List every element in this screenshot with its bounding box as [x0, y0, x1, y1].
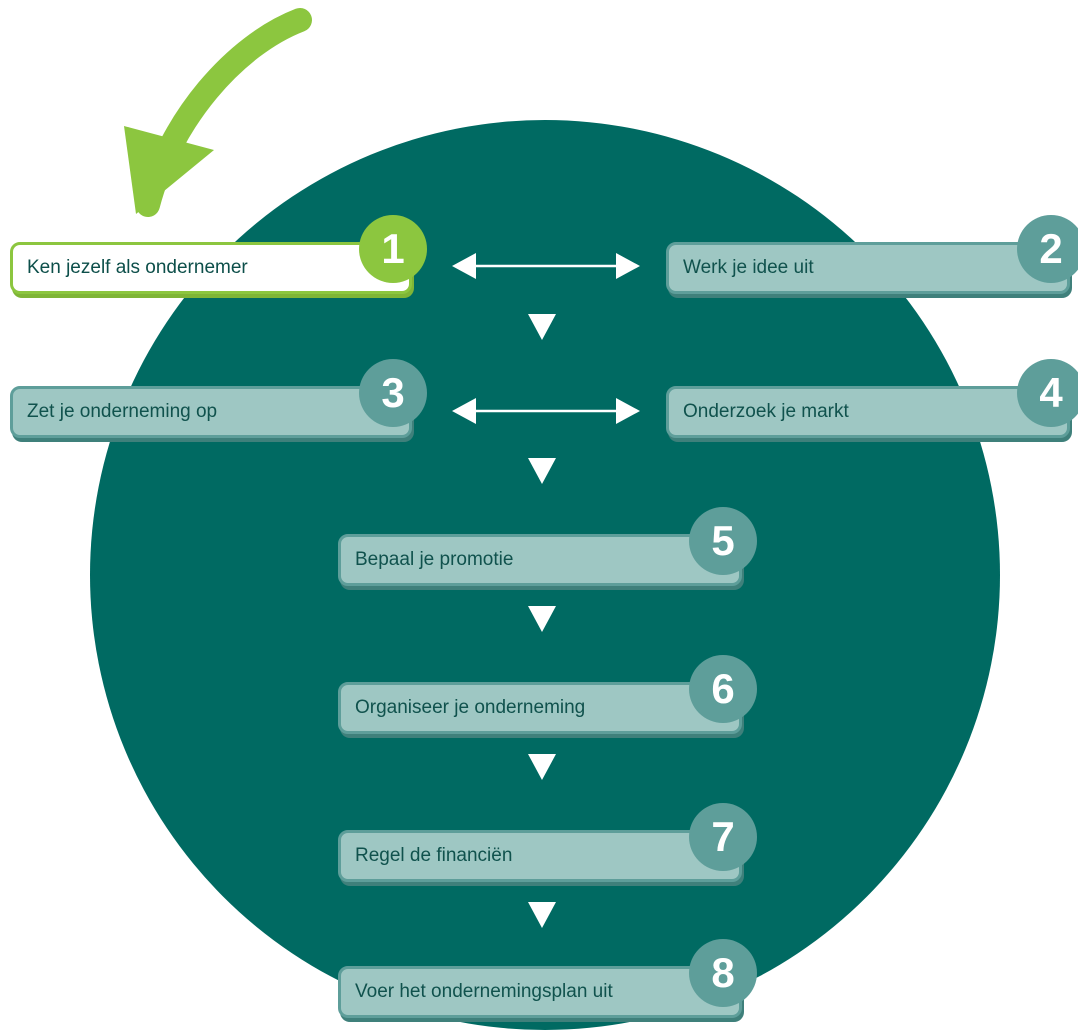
step-label: Werk je idee uit: [683, 257, 814, 278]
double-arrow-1-2-icon: [452, 253, 640, 279]
step-number-badge: 1: [359, 215, 427, 283]
step-8[interactable]: Voer het ondernemingsplan uit 8: [338, 939, 757, 1018]
step-4[interactable]: Onderzoek je markt 4: [666, 359, 1078, 438]
step-5[interactable]: Bepaal je promotie 5: [338, 507, 757, 586]
step-number-badge: 8: [689, 939, 757, 1007]
step-label: Organiseer je onderneming: [355, 697, 586, 718]
step-label: Bepaal je promotie: [355, 549, 514, 570]
down-arrow-icon: [528, 458, 556, 484]
step-7[interactable]: Regel de financiën 7: [338, 803, 757, 882]
down-arrow-icon: [528, 902, 556, 928]
step-number-badge: 4: [1017, 359, 1078, 427]
step-number-badge: 7: [689, 803, 757, 871]
step-label: Voer het ondernemingsplan uit: [355, 981, 613, 1002]
step-label: Regel de financiën: [355, 845, 513, 866]
step-2[interactable]: Werk je idee uit 2: [666, 215, 1078, 294]
step-number-badge: 5: [689, 507, 757, 575]
step-label: Zet je onderneming op: [27, 401, 218, 422]
step-number-badge: 2: [1017, 215, 1078, 283]
step-3[interactable]: Zet je onderneming op 3: [10, 359, 427, 438]
step-label: Onderzoek je markt: [683, 401, 849, 422]
step-number-badge: 3: [359, 359, 427, 427]
down-arrow-icon: [528, 606, 556, 632]
step-number-badge: 6: [689, 655, 757, 723]
down-arrow-icon: [528, 314, 556, 340]
step-label: Ken jezelf als ondernemer: [27, 257, 248, 278]
step-1[interactable]: Ken jezelf als ondernemer 1: [10, 215, 427, 294]
green-curved-arrow-icon: [124, 8, 312, 217]
step-6[interactable]: Organiseer je onderneming 6: [338, 655, 757, 734]
down-arrow-icon: [528, 754, 556, 780]
double-arrow-3-4-icon: [452, 398, 640, 424]
